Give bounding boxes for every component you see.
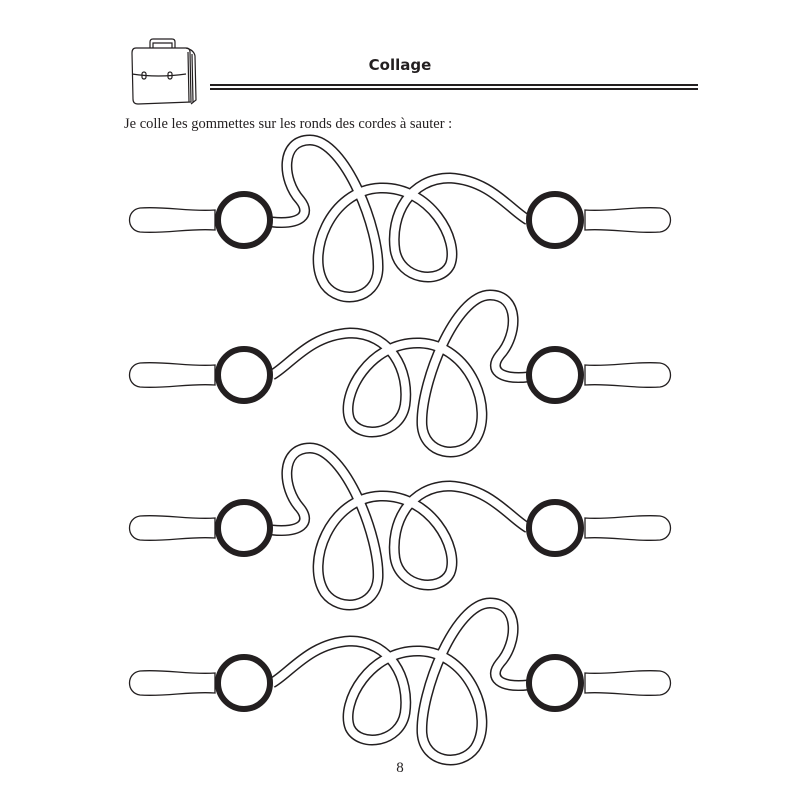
sticker-circle <box>526 346 584 404</box>
sticker-circle <box>215 654 273 712</box>
jump-rope <box>128 448 672 605</box>
jump-rope <box>128 603 672 760</box>
instruction-text: Je colle les gommettes sur les ronds des… <box>124 116 453 132</box>
sticker-circle <box>526 654 584 712</box>
sticker-circle <box>215 191 273 249</box>
sticker-circle <box>215 499 273 557</box>
jump-rope <box>128 295 672 452</box>
page-number: 8 <box>396 760 404 776</box>
sticker-circle <box>215 346 273 404</box>
jump-rope <box>128 140 672 297</box>
sticker-circle <box>526 499 584 557</box>
schoolbag-icon <box>131 38 197 105</box>
sticker-circle <box>526 191 584 249</box>
page-title: Collage <box>368 56 432 74</box>
title-divider <box>210 84 698 86</box>
title-divider <box>210 88 698 90</box>
